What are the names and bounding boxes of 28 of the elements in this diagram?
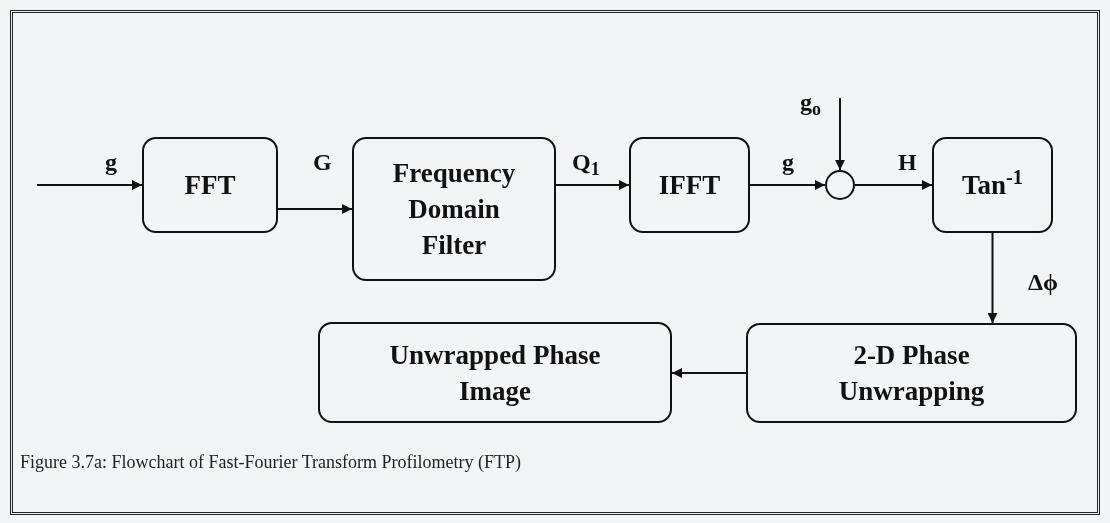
arrow: [835, 97, 845, 171]
process-box: [352, 137, 556, 281]
process-box: [932, 137, 1053, 233]
box-text: Frequency Domain Filter: [391, 157, 517, 262]
arrow: [36, 180, 143, 190]
edge-label: g: [105, 150, 117, 174]
process-box: [318, 322, 672, 423]
box-text: Tan$^{-1}$: [961, 167, 1024, 202]
box-text: Unwrapped Phase Image: [388, 338, 602, 408]
edge-label: H: [898, 150, 917, 174]
box-text: 2-D Phase Unwrapping: [837, 339, 986, 408]
edge-label: Δϕ: [1028, 270, 1059, 294]
edge-label: Q$_{1}$: [572, 150, 600, 174]
process-box: [629, 137, 750, 233]
arrow: [987, 232, 998, 324]
arrow: [749, 180, 826, 190]
process-box: [142, 137, 278, 233]
arrow: [854, 180, 933, 190]
edge-label: g$_{o}$: [800, 90, 821, 114]
box-text: IFFT: [657, 169, 722, 202]
arrow: [277, 204, 353, 214]
arrow: [555, 180, 630, 190]
edge-label: G: [313, 150, 332, 174]
figure-caption: Figure 3.7a: Flowchart of Fast-Fourier Transform Profilometry (FTP): [20, 451, 521, 474]
process-box: [746, 323, 1077, 423]
box-text: FFT: [183, 169, 237, 202]
arrow: [671, 368, 747, 378]
edge-label: g: [782, 150, 794, 174]
